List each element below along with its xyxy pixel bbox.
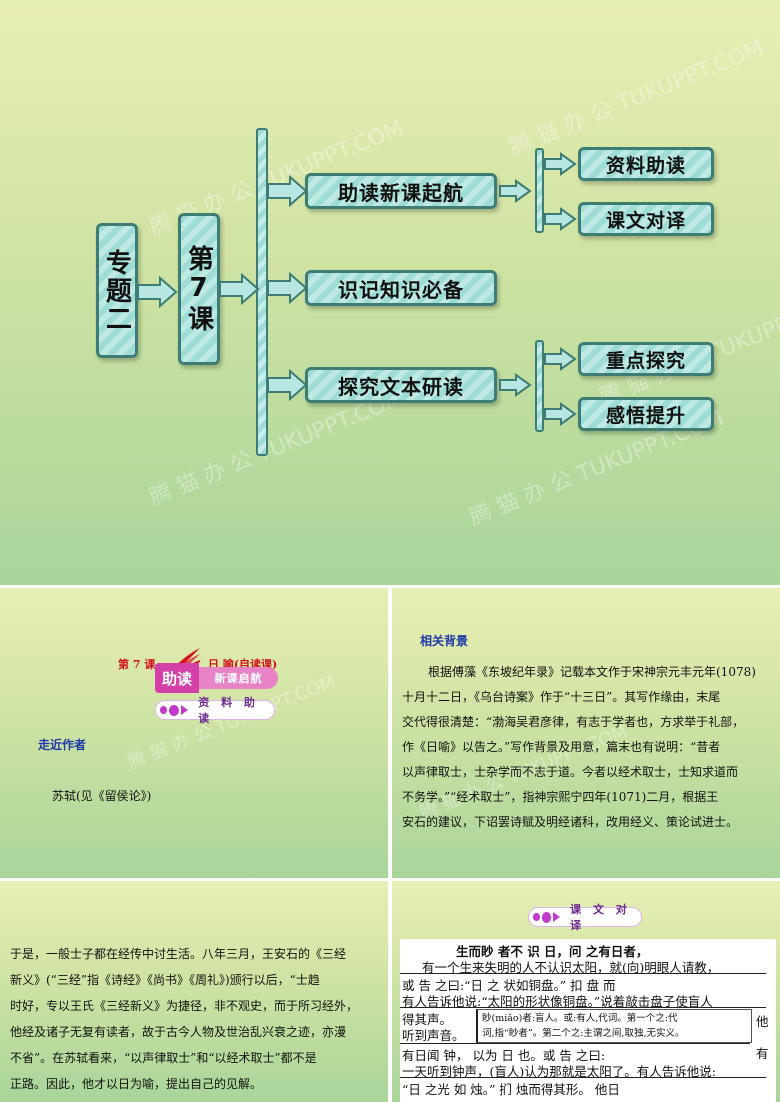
bullet-dot-icon <box>541 911 552 923</box>
text-line: 时好，专以王氏《三经新义》为捷径，非不观史，而于所习经外， <box>10 999 359 1013</box>
text-line: 十月十二日，《乌台诗案》作于“十三日”。其写作缘由，末尾 <box>402 690 721 704</box>
bullet-dot-icon <box>533 913 540 921</box>
original-line: 得其声。 <box>402 1012 453 1027</box>
outline-slide: 腾 猫 办 公 TUKUPPT.COM 腾 猫 办 公 TUKUPPT.COM … <box>0 0 780 585</box>
translation-line: 有人告诉他说:“太阳的形状像铜盘。”说着敲击盘子使盲人 <box>402 994 713 1009</box>
arrow-icon <box>544 153 576 175</box>
section-heading: 走近作者 <box>38 738 87 752</box>
section-pill[interactable]: 资 料 助 读 <box>155 696 275 725</box>
divider <box>400 973 766 974</box>
section-box-1[interactable]: 助读新课起航 <box>305 173 497 209</box>
translation-line: 一天听到钟声，(盲人)认为那就是太阳了。有人告诉他说: <box>402 1064 716 1079</box>
subsection-box[interactable]: 课文对译 <box>578 202 714 236</box>
arrow-icon <box>544 208 576 230</box>
pill-label: 课 文 对 译 <box>570 903 631 932</box>
subsection-box[interactable]: 资料助读 <box>578 147 714 181</box>
translation-panel: 生而眇 者不 识 日，问 之有日者， 有一个生来失明的人不认识太阳，就(向)明眼… <box>400 939 776 1102</box>
subsection-box[interactable]: 感悟提升 <box>578 397 714 431</box>
original-fragment: 有 <box>756 1046 769 1061</box>
original-line: “日 之光 如 烛。” 扪 烛而得其形。 他日 <box>402 1082 620 1097</box>
section-box-3[interactable]: 探究文本研读 <box>305 367 497 403</box>
text-line: 不务学。”“经术取士”，指神宗熙宁四年(1071)二月，根据王 <box>402 790 719 804</box>
bullet-dot-icon <box>160 706 168 714</box>
original-fragment: 他 <box>756 1014 769 1029</box>
arrow-icon <box>219 274 259 304</box>
section-pill[interactable]: 课 文 对 译 <box>528 903 642 932</box>
arrow-icon <box>499 374 531 396</box>
arrow-icon <box>267 176 307 206</box>
pill-label: 资 料 助 读 <box>198 696 259 725</box>
original-line: 生而眇 者不 识 日，问 之有日者， <box>456 944 649 959</box>
play-arrow-icon <box>181 705 189 715</box>
lesson-box[interactable]: 第7课 <box>178 213 220 365</box>
context-slide: 于是，一般士子都在经传中讨生活。八年三月，王安石的《三经 新义》(“三经”指《诗… <box>0 881 388 1102</box>
text-line: 根据傅藻《东坡纪年录》记载本文作于宋神宗元丰元年(1078) <box>428 665 756 679</box>
arrow-icon <box>544 403 576 425</box>
topic-box[interactable]: 专题二 <box>96 223 138 358</box>
text-line: 不省”。在苏轼看来，“以声律取士”和“以经术取士”都不是 <box>10 1051 317 1065</box>
play-arrow-icon <box>553 912 561 922</box>
banner-sub: 新课启航 <box>199 667 278 689</box>
intro-slide: 腾 猫 办 公 TUKUPPT.COM 第 7 课 日 喻(自读课) 助读 新课… <box>0 588 388 878</box>
section-box-2[interactable]: 识记知识必备 <box>305 270 497 306</box>
lesson-number: 第 7 课 <box>118 658 156 671</box>
connector-bar <box>535 340 544 432</box>
annotation-box: 眇(miǎo)者:盲人。或:有人,代词。第一个之:代 词,指“眇者”。第二个之:… <box>476 1009 752 1043</box>
text-line: 于是，一般士子都在经传中讨生活。八年三月，王安石的《三经 <box>10 947 347 961</box>
arrow-connectors <box>137 153 576 425</box>
text-line: 他经及诸子无复有读者，故于古今人物及世治乱兴衰之迹，亦漫 <box>10 1025 347 1039</box>
section-heading: 相关背景 <box>420 634 469 648</box>
annotation-line: 词,指“眇者”。第二个之:主谓之间,取独,无实义。 <box>482 1028 685 1039</box>
divider <box>400 1043 750 1044</box>
text-line: 安石的建议，下诏罢诗赋及明经诸科，改用经义、策论试进士。 <box>402 815 739 829</box>
original-line: 有日闻 钟， 以为 日 也。或 告 之曰: <box>402 1048 606 1063</box>
translation-line: 有一个生来失明的人不认识太阳，就(向)明眼人请教， <box>422 960 720 975</box>
banner-main: 助读 <box>155 663 199 693</box>
reading-banner: 助读 新课启航 <box>155 663 278 693</box>
author-text: 苏轼(见《留侯论》) <box>52 789 152 803</box>
text-line: 以声律取士，士杂学而不志于道。今者以经术取士，士知求道而 <box>402 765 739 779</box>
arrow-icon <box>544 348 576 370</box>
background-slide: 腾 猫 办 公 TUKUPPT.COM 相关背景 根据傅藻《东坡纪年录》记载本文… <box>392 588 780 878</box>
translation-line: 听到声音。 <box>402 1028 465 1043</box>
text-line: 正路。因此，他才以日为喻，提出自己的见解。 <box>10 1077 263 1091</box>
text-line: 新义》(“三经”指《诗经》《尚书》《周礼》)颁行以后，“士趋 <box>10 973 320 987</box>
annotation-line: 眇(miǎo)者:盲人。或:有人,代词。第一个之:代 <box>482 1013 678 1024</box>
background-text: 根据傅藻《东坡纪年录》记载本文作于宋神宗元丰元年(1078) 十月十二日，《乌台… <box>402 660 774 835</box>
translation-slide: 课 文 对 译 生而眇 者不 识 日，问 之有日者， 有一个生来失明的人不认识太… <box>392 881 780 1102</box>
arrow-icon <box>267 273 307 303</box>
context-text: 于是，一般士子都在经传中讨生活。八年三月，王安石的《三经 新义》(“三经”指《诗… <box>10 941 382 1097</box>
arrow-icon <box>499 180 531 202</box>
bullet-dot-icon <box>169 704 180 716</box>
arrow-icon <box>137 277 177 307</box>
divider <box>400 1077 766 1078</box>
original-line: 或 告 之曰:“日 之 状如铜盘。” 扣 盘 而 <box>402 978 616 993</box>
subsection-box[interactable]: 重点探究 <box>578 342 714 376</box>
connector-bar <box>535 148 544 233</box>
text-line: 交代得很清楚：“渤海吴君彦律，有志于学者也，方求举于礼部， <box>402 715 745 729</box>
arrow-icon <box>267 370 307 400</box>
text-line: 作《日喻》以告之。”写作背景及用意，篇末也有说明：“昔者 <box>402 740 721 754</box>
divider <box>400 1007 766 1008</box>
